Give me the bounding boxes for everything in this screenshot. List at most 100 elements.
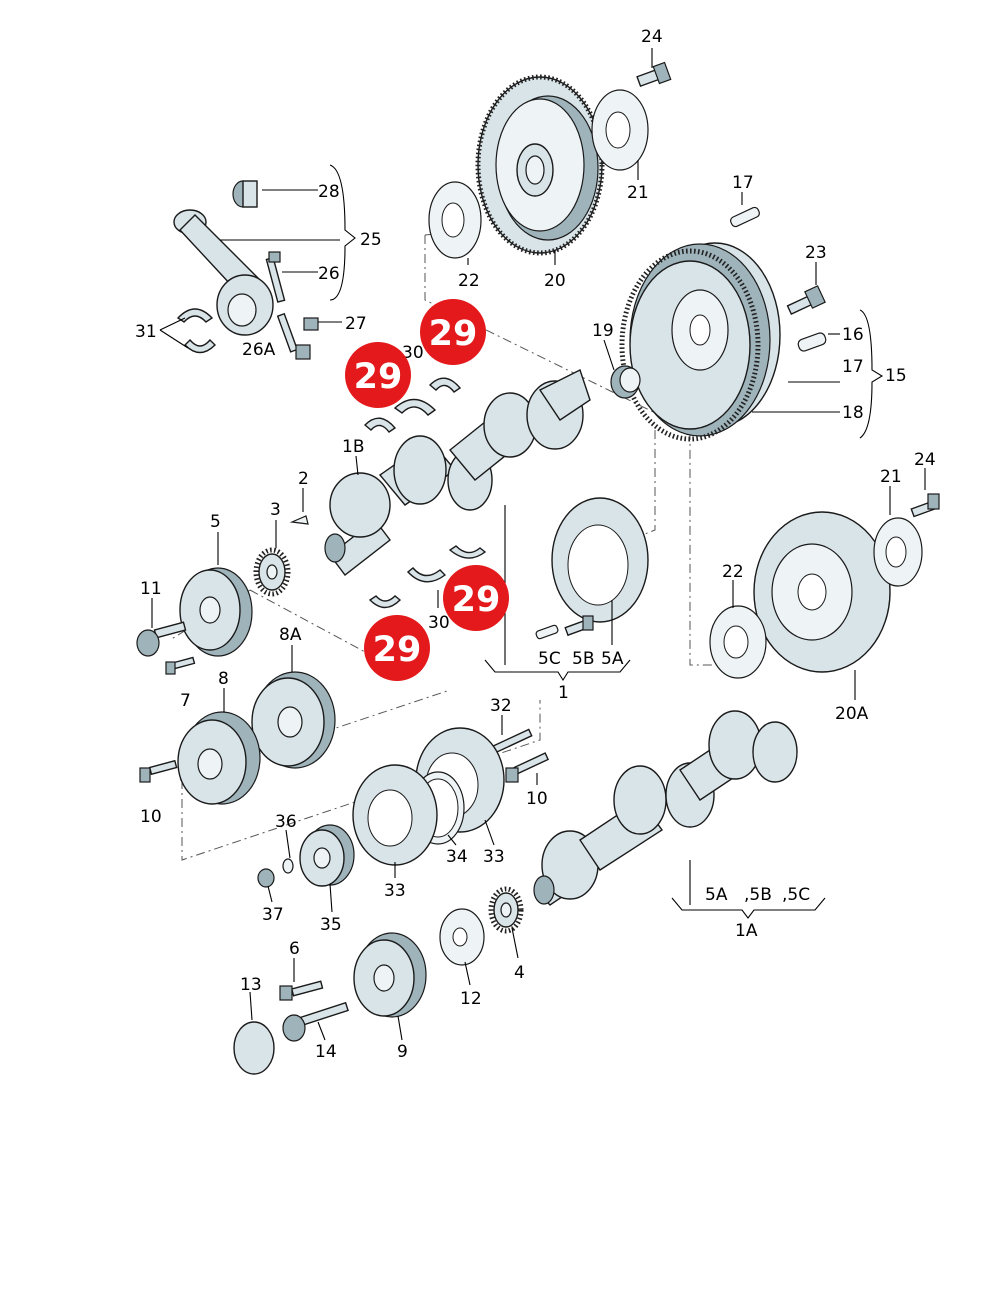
highlight-badge-29-d[interactable]: 29 xyxy=(364,615,430,681)
label-17-right: 17 xyxy=(842,357,864,377)
highlight-badge-29-a[interactable]: 29 xyxy=(420,299,486,365)
label-5A: 5A xyxy=(601,649,624,669)
label-13: 13 xyxy=(240,975,262,995)
highlight-29-c-text: 29 xyxy=(452,580,501,620)
connecting-rod-25 xyxy=(173,209,274,336)
label-37: 37 xyxy=(262,905,284,925)
bolt-26 xyxy=(265,251,286,303)
label-22-top: 22 xyxy=(458,271,480,291)
washer-36 xyxy=(282,858,294,874)
highlight-badge-29-b[interactable]: 29 xyxy=(345,342,411,408)
bolt-24-top xyxy=(636,61,672,88)
bolt-10-right xyxy=(505,752,550,783)
sprocket-4 xyxy=(488,886,524,934)
label-25: 25 xyxy=(360,230,382,250)
label-30-lower: 30 xyxy=(428,613,450,633)
pulley-9 xyxy=(353,932,427,1018)
stud-32 xyxy=(489,728,533,755)
bolt-26A xyxy=(276,312,311,360)
label-11: 11 xyxy=(140,579,162,599)
label-33-left: 33 xyxy=(384,881,406,901)
bush-28 xyxy=(232,180,258,208)
label-8: 8 xyxy=(218,669,229,689)
label-24-right: 24 xyxy=(914,450,936,470)
highlight-29-d-text: 29 xyxy=(373,630,422,670)
sensor-wheel-5A xyxy=(551,497,649,623)
label-9: 9 xyxy=(397,1042,408,1062)
label-34: 34 xyxy=(446,847,468,867)
label-5B-bottom: ,5B xyxy=(744,885,772,905)
bearing-shells-30-upper xyxy=(363,377,462,433)
nut-27 xyxy=(303,317,319,331)
label-4: 4 xyxy=(514,963,525,983)
highlight-29-a-text: 29 xyxy=(429,314,478,354)
pulley-8 xyxy=(177,711,261,805)
label-12: 12 xyxy=(460,989,482,1009)
label-5C: 5C xyxy=(538,649,561,669)
label-7: 7 xyxy=(180,691,191,711)
key-2 xyxy=(289,515,309,525)
label-1A: 1A xyxy=(735,921,758,941)
label-22-right: 22 xyxy=(722,562,744,582)
pulley-5 xyxy=(179,567,253,657)
flywheel-20 xyxy=(475,74,605,256)
bolt-24-right xyxy=(910,493,940,518)
label-5A-bottom: 5A xyxy=(705,885,728,905)
label-30-upper: 30 xyxy=(402,343,424,363)
bolt-7 xyxy=(165,656,196,675)
label-14: 14 xyxy=(315,1042,337,1062)
pulley-8A xyxy=(251,671,336,769)
label-32: 32 xyxy=(490,696,512,716)
label-28: 28 xyxy=(318,182,340,202)
label-26A: 26A xyxy=(242,340,276,360)
cap-13 xyxy=(233,1021,275,1075)
label-33-right: 33 xyxy=(483,847,505,867)
pin-5C xyxy=(535,624,559,640)
label-19: 19 xyxy=(592,321,614,341)
disc-33-front xyxy=(352,764,438,866)
label-21-top: 21 xyxy=(627,183,649,203)
bolt-14 xyxy=(282,1001,349,1042)
label-35: 35 xyxy=(320,915,342,935)
bearing-shells-30-lower xyxy=(368,545,487,609)
label-10-left: 10 xyxy=(140,807,162,827)
part-labels: 24 21 22 20 17 23 28 25 26 27 31 26A 19 … xyxy=(135,27,936,1062)
nut-37 xyxy=(257,868,275,888)
label-5: 5 xyxy=(210,512,221,532)
label-27: 27 xyxy=(345,314,367,334)
washer-12 xyxy=(439,908,485,966)
sprocket-3 xyxy=(253,547,291,597)
label-1B: 1B xyxy=(342,437,364,457)
label-23: 23 xyxy=(805,243,827,263)
bolt-11 xyxy=(136,621,187,657)
bolt-10-left xyxy=(139,759,178,783)
hub-35 xyxy=(299,824,355,887)
needle-bearing-19 xyxy=(610,365,641,399)
label-36: 36 xyxy=(275,812,297,832)
label-17-top: 17 xyxy=(732,173,754,193)
shim-21-top xyxy=(591,89,649,171)
label-18: 18 xyxy=(842,403,864,423)
label-26: 26 xyxy=(318,264,340,284)
label-1: 1 xyxy=(558,683,569,703)
crankshaft-1A xyxy=(533,710,798,906)
pin-16 xyxy=(797,332,827,352)
label-3: 3 xyxy=(270,500,281,520)
leader-lines xyxy=(151,48,926,1041)
bolt-6 xyxy=(279,980,324,1001)
highlight-badge-29-c[interactable]: 29 xyxy=(443,565,509,631)
label-16: 16 xyxy=(842,325,864,345)
shim-22-right xyxy=(709,605,767,679)
label-2: 2 xyxy=(298,469,309,489)
dual-mass-flywheel-15 xyxy=(619,242,781,442)
drive-plate-20A xyxy=(753,511,891,673)
label-5B: 5B xyxy=(572,649,594,669)
label-5C-bottom: ,5C xyxy=(782,885,810,905)
label-21-right: 21 xyxy=(880,467,902,487)
label-6: 6 xyxy=(289,939,300,959)
label-20: 20 xyxy=(544,271,566,291)
label-8A: 8A xyxy=(279,625,302,645)
crankshaft-1 xyxy=(324,369,591,576)
label-31: 31 xyxy=(135,322,157,342)
